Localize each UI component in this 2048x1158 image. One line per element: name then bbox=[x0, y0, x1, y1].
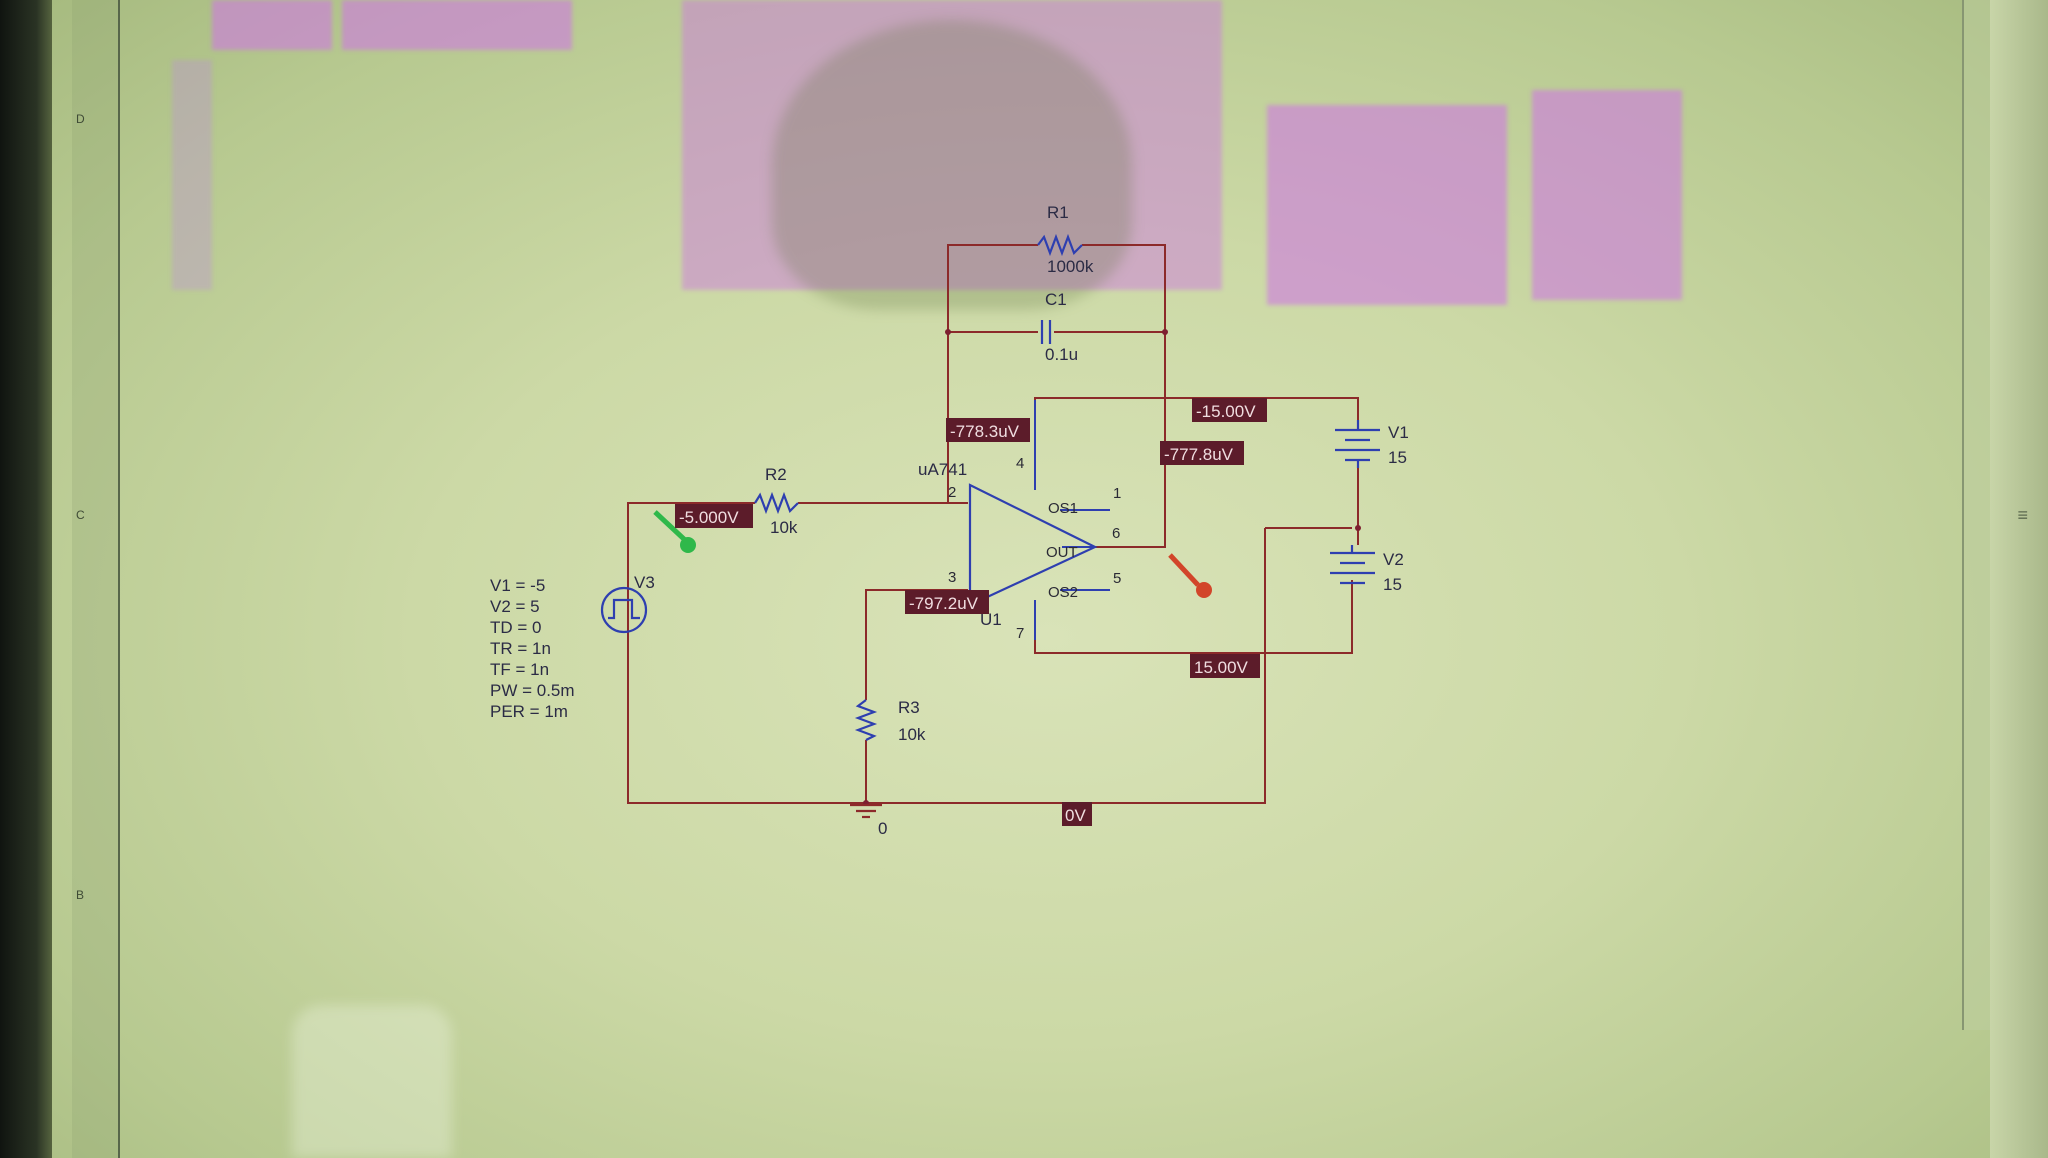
c1-value-label: 0.1u bbox=[1045, 345, 1078, 364]
ground-symbol[interactable] bbox=[850, 803, 882, 819]
screen-reflection bbox=[292, 1005, 452, 1158]
r2-name-label: R2 bbox=[765, 465, 787, 484]
r1-name-label: R1 bbox=[1047, 203, 1069, 222]
probe-value: 0V bbox=[1065, 806, 1086, 825]
opamp-u1-symbol[interactable] bbox=[968, 400, 1110, 640]
opamp-pin-3: 3 bbox=[948, 569, 956, 586]
v2-value-label: 15 bbox=[1383, 575, 1402, 594]
voltage-probe-negative-rail[interactable]: -15.00V bbox=[1192, 398, 1267, 422]
opamp-pin-1: 1 bbox=[1113, 485, 1121, 502]
opamp-out-label: OUT bbox=[1046, 544, 1078, 561]
voltage-probe-positive-rail[interactable]: 15.00V bbox=[1190, 654, 1260, 678]
junction-dot bbox=[1162, 329, 1168, 335]
monitor-bezel bbox=[0, 0, 52, 1158]
voltage-probe-output[interactable]: -777.8uV bbox=[1160, 441, 1244, 465]
probe-value: -778.3uV bbox=[950, 422, 1020, 441]
v1-name-label: V1 bbox=[1388, 423, 1409, 442]
probe-value: -797.2uV bbox=[909, 594, 979, 613]
source-param: TR = 1n bbox=[490, 639, 551, 658]
resistor-r2-symbol[interactable] bbox=[754, 491, 799, 515]
ruler-mark: D bbox=[76, 112, 85, 126]
source-param: TF = 1n bbox=[490, 660, 549, 679]
probe-value: -5.000V bbox=[679, 508, 739, 527]
screen-reflection bbox=[172, 60, 212, 290]
screen-reflection bbox=[682, 0, 1222, 290]
c1-name-label: C1 bbox=[1045, 290, 1067, 309]
voltage-probe-input[interactable]: -5.000V bbox=[675, 504, 753, 528]
ground-net-label: 0 bbox=[878, 819, 887, 838]
screen-reflection bbox=[342, 0, 572, 50]
screen-reflection bbox=[1532, 90, 1682, 300]
opamp-os2-label: OS2 bbox=[1048, 584, 1078, 601]
opamp-pin-5: 5 bbox=[1113, 570, 1121, 587]
wire[interactable] bbox=[627, 528, 1266, 804]
pulse-waveform-icon bbox=[608, 598, 640, 620]
schematic-window: D C B ≡ bbox=[52, 0, 2048, 1158]
opamp-pin-6: 6 bbox=[1112, 525, 1120, 542]
junction-dot bbox=[945, 329, 951, 335]
wire[interactable] bbox=[1082, 244, 1166, 548]
voltage-probe-ground[interactable]: 0V bbox=[1062, 802, 1092, 826]
opamp-pin-2: 2 bbox=[948, 484, 956, 501]
vertical-scrollbar[interactable] bbox=[1962, 0, 1990, 1030]
voltage-probe-noninverting[interactable]: -797.2uV bbox=[905, 590, 989, 614]
ruler-mark: C bbox=[76, 508, 85, 522]
wire[interactable] bbox=[947, 244, 1038, 400]
dc-source-v1-symbol[interactable] bbox=[1335, 420, 1380, 468]
v2-name-label: V2 bbox=[1383, 550, 1404, 569]
resistor-r1-symbol[interactable] bbox=[1037, 233, 1083, 257]
resistor-r3-symbol[interactable] bbox=[854, 699, 878, 741]
screen-reflection bbox=[772, 20, 1132, 310]
source-param: TD = 0 bbox=[490, 618, 542, 637]
r1-value-label: 1000k bbox=[1047, 257, 1094, 276]
opamp-pin-4: 4 bbox=[1016, 455, 1024, 472]
voltage-marker-red[interactable] bbox=[1168, 553, 1212, 598]
screen-reflection bbox=[212, 0, 332, 50]
screen-reflection bbox=[1267, 105, 1507, 305]
v3-name-label: V3 bbox=[634, 573, 655, 592]
probe-value: -15.00V bbox=[1196, 402, 1256, 421]
screen-right-edge bbox=[1990, 0, 2048, 1158]
probe-value: -777.8uV bbox=[1164, 445, 1234, 464]
probe-value: 15.00V bbox=[1194, 658, 1249, 677]
voltage-probe-inverting[interactable]: -778.3uV bbox=[946, 418, 1030, 442]
junction-dot bbox=[1355, 525, 1361, 531]
pulse-source-v3-symbol[interactable] bbox=[600, 586, 648, 634]
dc-source-v2-symbol[interactable] bbox=[1330, 545, 1375, 585]
source-param: PER = 1m bbox=[490, 702, 568, 721]
opamp-model-label: uA741 bbox=[918, 460, 967, 479]
opamp-pin-7: 7 bbox=[1016, 625, 1024, 642]
v1-value-label: 15 bbox=[1388, 448, 1407, 467]
opamp-os1-label: OS1 bbox=[1048, 500, 1078, 517]
source-param: V2 = 5 bbox=[490, 597, 540, 616]
page-border-ruler: D C B bbox=[72, 0, 120, 1158]
opamp-ref-label: U1 bbox=[980, 610, 1002, 629]
r3-value-label: 10k bbox=[898, 725, 926, 744]
source-param: V1 = -5 bbox=[490, 576, 545, 595]
menu-icon[interactable]: ≡ bbox=[2017, 505, 2028, 525]
r3-name-label: R3 bbox=[898, 698, 920, 717]
ruler-mark: B bbox=[76, 888, 85, 902]
voltage-marker-green[interactable] bbox=[653, 510, 696, 553]
r2-value-label: 10k bbox=[770, 518, 798, 537]
source-param: PW = 0.5m bbox=[490, 681, 575, 700]
